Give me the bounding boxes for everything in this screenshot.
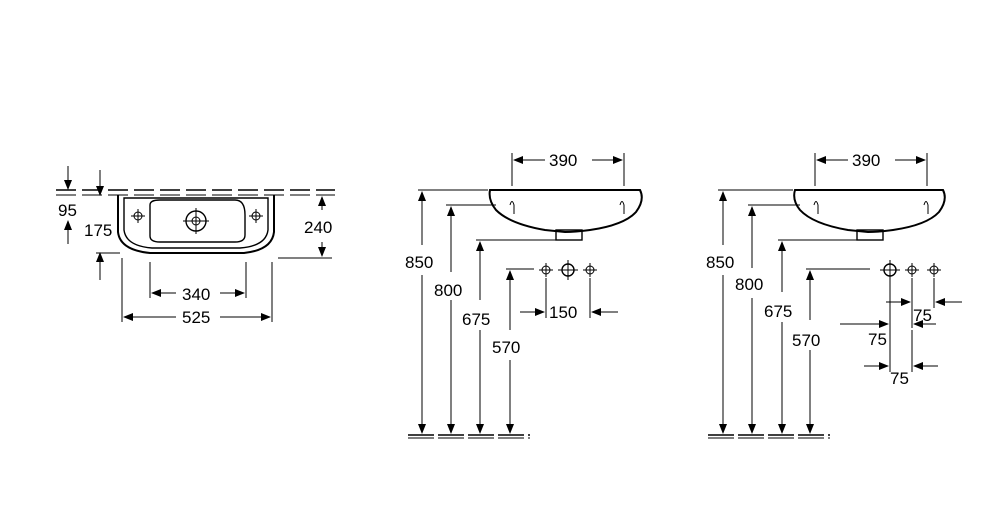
tap-hole-left-icon	[131, 209, 145, 223]
wall-line	[56, 189, 335, 196]
side-view-single: 390 850 800 675 570	[405, 151, 643, 439]
tap-hole-center-icon	[558, 260, 578, 280]
dim-390-label: 390	[852, 151, 880, 170]
tap-hole-icon	[905, 263, 919, 277]
dim-675-triple: 675	[764, 239, 857, 434]
waste-outlet	[856, 229, 884, 241]
dim-75-middle-label: 75	[868, 330, 887, 349]
dim-800-label: 800	[735, 275, 763, 294]
dim-850-label: 850	[405, 253, 433, 272]
dim-570-label: 570	[492, 338, 520, 357]
tap-hole-icon	[583, 263, 597, 277]
dim-675-single: 675	[462, 239, 556, 434]
dim-95: 95	[56, 166, 77, 244]
dim-570-triple: 570	[792, 268, 870, 434]
dim-150-single: 150	[520, 278, 618, 322]
dim-175: 175	[84, 170, 120, 280]
dim-675-label: 675	[764, 302, 792, 321]
tap-hole-icon	[927, 263, 941, 277]
tap-hole-icon	[539, 263, 553, 277]
tap-hole-right-icon	[249, 209, 263, 223]
dim-340-label: 340	[182, 285, 210, 304]
dim-850-triple: 850	[706, 189, 793, 434]
dim-75-middle: 75	[840, 280, 936, 372]
tap-holes-triple	[880, 260, 941, 280]
dim-800-triple: 800	[735, 204, 800, 434]
dim-95-label: 95	[58, 201, 77, 220]
tap-hole-center-icon	[880, 260, 900, 280]
basin-side-outline	[793, 189, 946, 234]
dim-525: 525	[121, 258, 273, 327]
dim-240: 240	[278, 196, 332, 259]
side-view-triple: 390 850 800 675 570	[706, 151, 962, 439]
basin-side-outline	[488, 189, 643, 234]
dim-390-label: 390	[549, 151, 577, 170]
basin-rim	[123, 197, 269, 249]
dim-75-lower: 75	[864, 330, 938, 388]
dim-150-label: 150	[549, 303, 577, 322]
tap-holes-single	[539, 260, 597, 280]
top-view: 95 175 240 340 525	[56, 166, 335, 327]
dim-570-label: 570	[792, 331, 820, 350]
basin-bowl	[149, 199, 246, 243]
dim-75-upper: 75	[886, 278, 962, 328]
dim-175-label: 175	[84, 221, 112, 240]
dim-340: 340	[149, 262, 247, 304]
dim-800-single: 800	[434, 204, 496, 434]
dim-675-label: 675	[462, 310, 490, 329]
dim-75-lower-label: 75	[890, 369, 909, 388]
basin-outline	[117, 195, 275, 254]
dim-850-single: 850	[405, 189, 488, 434]
dim-75-upper-label: 75	[913, 306, 932, 325]
dim-850-label: 850	[706, 253, 734, 272]
dim-390-triple: 390	[814, 151, 928, 186]
dim-800-label: 800	[434, 281, 462, 300]
dim-390-single: 390	[511, 151, 625, 186]
dim-570-single: 570	[492, 268, 534, 434]
dim-240-label: 240	[304, 218, 332, 237]
dim-525-label: 525	[182, 308, 210, 327]
waste-outlet	[555, 229, 583, 241]
